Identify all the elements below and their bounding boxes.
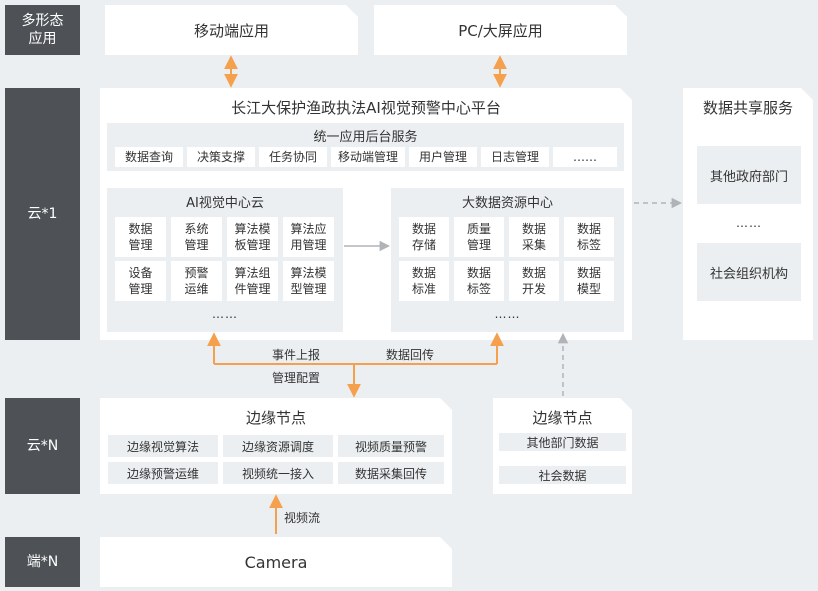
ai-item-alert-ops: 预警 运维 xyxy=(171,261,222,301)
backend-item-log-mgmt: 日志管理 xyxy=(481,147,549,167)
sharing-item-more: …… xyxy=(736,216,762,230)
edge-node-card: 边缘节点 边缘视觉算法 边缘资源调度 视频质量预警 边缘预警运维 视频统一接入 … xyxy=(100,398,452,494)
ai-vision-cloud-panel: AI视觉中心云 数据 管理 系统 管理 算法模 板管理 算法应 用管理 设备 管… xyxy=(107,188,343,332)
ai-item-device-mgmt: 设备 管理 xyxy=(115,261,166,301)
pc-app-card: PC/大屏应用 xyxy=(374,5,627,55)
edge2-item-social: 社会数据 xyxy=(499,466,626,484)
bigdata-item-develop: 数据 开发 xyxy=(509,261,559,301)
bigdata-item-standard: 数据 标准 xyxy=(399,261,449,301)
bigdata-item-collection: 数据 采集 xyxy=(509,217,559,257)
edge-node-title: 边缘节点 xyxy=(245,408,306,427)
bigdata-center-panel: 大数据资源中心 数据 存储 质量 管理 数据 采集 数据 标签 数据 标准 数据… xyxy=(391,188,624,332)
flow-label-mgmt-config: 管理配置 xyxy=(272,371,321,385)
backend-item-query: 数据查询 xyxy=(115,147,183,167)
bigdata-item-tag: 数据 标签 xyxy=(564,217,614,257)
backend-item-decision: 决策支撑 xyxy=(187,147,255,167)
bigdata-center-more: …… xyxy=(494,307,521,321)
flow-label-event-report: 事件上报 xyxy=(272,348,321,362)
sharing-item-social-org: 社会组织机构 xyxy=(697,243,801,301)
ai-vision-cloud-title: AI视觉中心云 xyxy=(186,195,264,211)
bigdata-item-model: 数据 模型 xyxy=(564,261,614,301)
edge-node-2-card: 边缘节点 其他部门数据 社会数据 xyxy=(493,398,632,494)
backend-item-mobile-mgmt: 移动端管理 xyxy=(331,147,405,167)
ai-item-algo-template: 算法模 板管理 xyxy=(227,217,278,257)
edge2-item-other-dept: 其他部门数据 xyxy=(499,433,626,451)
data-sharing-title: 数据共享服务 xyxy=(702,98,793,117)
flow-label-video-stream: 视频流 xyxy=(284,511,321,525)
platform-card: 长江大保护渔政执法AI视觉预警中心平台 统一应用后台服务 数据查询 决策支撑 任… xyxy=(100,88,632,340)
bigdata-center-title: 大数据资源中心 xyxy=(461,195,553,211)
bigdata-item-storage: 数据 存储 xyxy=(399,217,449,257)
bigdata-item-quality: 质量 管理 xyxy=(454,217,504,257)
mobile-app-card: 移动端应用 xyxy=(105,5,358,55)
tier-label-cloud-n: 云*N xyxy=(5,398,80,494)
edge-node-2-title: 边缘节点 xyxy=(532,408,593,427)
edge-item-vision-algo: 边缘视觉算法 xyxy=(108,435,218,457)
backend-services-title: 统一应用后台服务 xyxy=(313,129,418,145)
backend-item-user-mgmt: 用户管理 xyxy=(409,147,477,167)
ai-item-algo-app: 算法应 用管理 xyxy=(283,217,334,257)
ai-vision-cloud-more: …… xyxy=(212,307,238,321)
tier-label-cloud-1: 云*1 xyxy=(5,88,80,340)
platform-title: 长江大保护渔政执法AI视觉预警中心平台 xyxy=(231,98,501,117)
ai-item-algo-component: 算法组 件管理 xyxy=(227,261,278,301)
edge-item-video-quality: 视频质量预警 xyxy=(338,435,444,457)
edge-item-alert-ops: 边缘预警运维 xyxy=(108,462,218,484)
bigdata-item-tag-2: 数据 标签 xyxy=(454,261,504,301)
ai-item-system-mgmt: 系统 管理 xyxy=(171,217,222,257)
camera-card: Camera xyxy=(100,537,452,587)
backend-item-task: 任务协同 xyxy=(259,147,327,167)
ai-item-data-mgmt: 数据 管理 xyxy=(115,217,166,257)
ai-item-algo-model: 算法模 型管理 xyxy=(283,261,334,301)
backend-item-more: …… xyxy=(553,147,617,167)
edge-item-resource-sched: 边缘资源调度 xyxy=(223,435,333,457)
flow-label-data-return: 数据回传 xyxy=(386,348,435,362)
tier-label-multi-app: 多形态 应用 xyxy=(5,5,80,55)
tier-label-edge-n: 端*N xyxy=(5,537,80,587)
sharing-item-gov: 其他政府部门 xyxy=(697,146,801,204)
edge-item-data-return: 数据采集回传 xyxy=(338,462,444,484)
edge-item-video-access: 视频统一接入 xyxy=(223,462,333,484)
backend-services-panel: 统一应用后台服务 数据查询 决策支撑 任务协同 移动端管理 用户管理 日志管理 … xyxy=(107,123,624,171)
data-sharing-card: 数据共享服务 其他政府部门 …… 社会组织机构 xyxy=(683,88,813,340)
